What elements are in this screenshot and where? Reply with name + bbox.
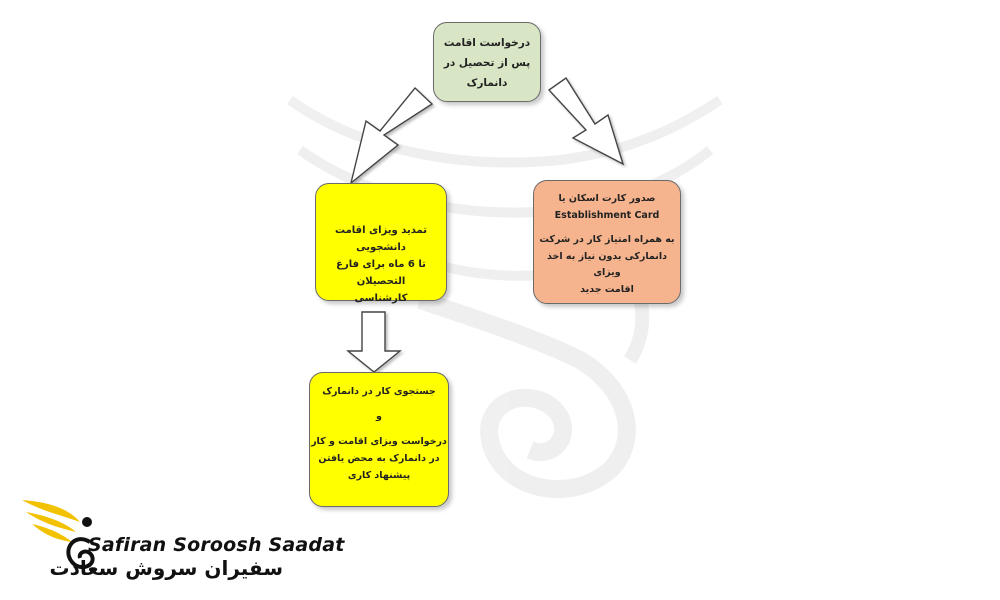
brand-name-en: Safiran Soroosh Saadat xyxy=(88,534,345,556)
arrow-top-to-right xyxy=(547,77,625,166)
node-text: کارشناسی xyxy=(354,293,408,304)
node-text: اقامت جدید xyxy=(580,283,634,295)
node-text: دانمارکی بدون نیاز به اخذ ویزای xyxy=(547,250,667,279)
node-text: دانمارک xyxy=(466,77,508,89)
arrow-left-to-bottom xyxy=(346,311,402,373)
arrow-top-to-left xyxy=(349,86,434,185)
node-text: پیشنهاد کاری xyxy=(347,470,411,481)
node-text: تمدید ویزای اقامت دانشجویی xyxy=(334,225,428,253)
brand-logo-icon xyxy=(22,500,95,570)
node-text: پس از تحصیل در xyxy=(443,57,531,69)
node-text: و xyxy=(376,411,382,422)
node-residence-after-study: درخواست اقامت پس از تحصیل در دانمارک xyxy=(433,22,541,102)
node-establishment-card: صدور کارت اسکان یا Establishment Card به… xyxy=(533,180,681,304)
node-job-search: جستجوی کار در دانمارک و درخواست ویزای اق… xyxy=(309,372,449,507)
node-text: درخواست اقامت xyxy=(443,37,531,49)
node-text: صدور کارت اسکان یا xyxy=(558,193,656,204)
node-student-visa-extension: تمدید ویزای اقامت دانشجویی تا 6 ماه برای… xyxy=(315,183,447,304)
node-text: به همراه امتیاز کار در شرکت xyxy=(539,234,675,245)
node-text: درخواست ویزای اقامت و کار xyxy=(311,436,447,447)
node-text: Establishment Card xyxy=(554,209,660,221)
node-text: تا 6 ماه برای فارغ التحصیلان xyxy=(336,259,426,287)
node-text: در دانمارک به محض یافتن xyxy=(318,453,440,464)
brand-name-fa: سفیران سروش سعادت xyxy=(49,556,284,580)
node-text: جستجوی کار در دانمارک xyxy=(322,386,436,397)
